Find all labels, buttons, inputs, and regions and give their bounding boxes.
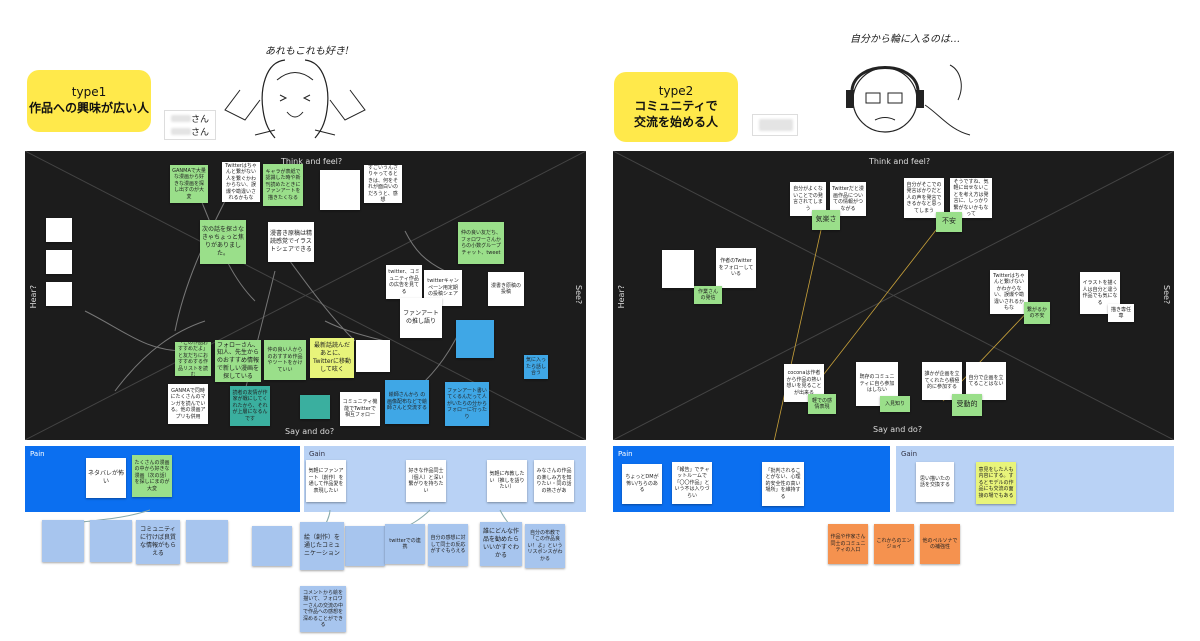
type1-label: type1 作品への興味が広い人 [27,70,151,132]
persona-drawing-left [224,59,366,139]
sticky-note[interactable]: 絵（創作）を通じたコミュニケーション [300,522,344,570]
sticky-note[interactable]: たくさんの漫画の中から好きな漫画（次の話）を探しにまのが大変 [132,455,172,497]
sticky-note[interactable]: GANMAで大量な漫画から好きな漫画を探し出すのが大変 [170,165,208,203]
sticky-note[interactable]: キャラが表紙で認識した時や新刊読めたときにファンアートを描きたくなる [263,164,303,206]
sticky-note[interactable]: 「報告」でチャットルームで「〇〇作品」という不は入りづらい [672,462,712,504]
sticky-note[interactable]: 気に入ったら話し合う [524,355,548,379]
sticky-note[interactable]: コミュニティに行けば良質な情報がもらえる [136,520,180,564]
sticky-note[interactable]: 最新話読んだあとに、Twitterに移動して呟く [310,338,354,378]
board-diagonals-right [613,151,1174,440]
sticky-note[interactable]: ネタバレが怖い [86,458,126,498]
sticky-note[interactable]: コメントから絵を描いて、フォロワーさんの交流の中で作品への感想を深めることができ… [300,586,346,632]
sticky-note[interactable]: 気楽さ [812,210,840,230]
sticky-note[interactable]: 好きな作品同士（個人）と深い繋がりを持ちたい [406,460,446,502]
sticky-note[interactable]: イラストを描く人は自分と違う作品でも気になる [1080,272,1120,314]
say-and-do-label: Say and do? [873,425,923,434]
say-and-do-label: Say and do? [285,427,335,436]
sticky-note[interactable] [300,395,330,419]
gain-label: Gain [901,450,918,458]
sticky-note[interactable]: 誰にどんな作品を勧めたらいいかすぐわかる [480,522,522,566]
sticky-note[interactable]: 漫書き原稿の投稿 [488,272,524,306]
sticky-note[interactable]: 繋がるかの不安 [1024,302,1050,324]
sticky-note[interactable] [456,320,494,358]
pain-label: Pain [30,450,45,458]
sticky-note[interactable]: ファンアートの推し語り [400,298,442,338]
sticky-note[interactable]: 自分の感想に対して同士の反応がすぐもらえる [428,524,468,566]
sticky-note[interactable]: コミュニティ機能でTwitterで相互フォロー [340,392,380,426]
sticky-note[interactable]: そうですね、気軽に出せないことを考え方は発言に、しっかり繋がないかもなって [950,178,992,218]
think-and-feel-label: Think and feel? [281,157,343,166]
empathy-board-left: Think and feel? Say and do? Hear? See? [25,151,586,440]
sticky-note[interactable] [90,520,132,562]
see-label: See? [574,285,583,305]
sticky-note[interactable]: 思い描いたの話を交換する [916,462,954,502]
sticky-note[interactable] [46,250,72,274]
sticky-note[interactable] [186,520,228,562]
sticky-note[interactable] [42,520,84,562]
sticky-note[interactable]: これからのエンジョイ [874,524,914,564]
pain-label: Pain [618,450,633,458]
persona-drawing-right [846,64,971,136]
hear-label: Hear? [29,285,38,309]
sticky-note[interactable]: 既存のコミュニティに自ら参加はしない [856,362,898,406]
sticky-note[interactable]: ファンアート書いてくるんだって人がいたらの分からフォローに行ったり [445,382,489,426]
sticky-note[interactable]: 気軽にファンアート（創作）を通して作品愛を表現したい [306,460,346,502]
sticky-note[interactable]: 自分で企画を立てることはない [966,362,1006,400]
think-and-feel-label: Think and feel? [869,157,931,166]
sticky-note[interactable]: 漫書き原稿は精読感覚でイラストシェアできる [268,222,314,262]
handwritten-note-left: あれもこれも好き! [265,46,350,57]
sticky-note[interactable]: 次の話を探さなきゃちょっと焦りがありました。 [200,220,246,264]
sticky-note[interactable] [46,218,72,242]
sticky-note[interactable]: GANMAで同時にたくさんのマンガを読んでいる。他の漫画アプリも併用 [168,384,208,424]
sticky-note[interactable]: twitter、コミュニティ作品の広告を見てる [386,265,422,299]
sticky-note[interactable]: 作者のTwitterをフォローしている [716,248,756,288]
sticky-note[interactable]: Twitterはちゃんと繋げないかわからない、誤爆や勘違いされるかもな [990,270,1028,314]
persona-names: さん さん [164,110,216,140]
sticky-note[interactable]: Twitterはちゃんと繋がない人を繋ぐかわからない、誤爆や勘違いされるかもな [222,162,260,202]
blurred-name [759,119,793,131]
persona-name-blurred [752,114,798,136]
sticky-note[interactable] [46,282,72,306]
sticky-note[interactable] [356,340,390,372]
gain-label: Gain [309,450,326,458]
sticky-note[interactable]: 誰かが企画を立てくれたら積極的に参加する [922,362,962,400]
sticky-note[interactable]: 仲の良い人からのおすすめ作品やツートをかけていい [264,340,306,380]
sticky-note[interactable] [345,526,385,566]
sticky-note[interactable]: 読者の友情が作家が戦にしてくれたから、それが上層になるんです [230,386,270,426]
sticky-note[interactable]: 意見をした人も内容にする。するとモデルの作品にも交流の面接の場でもある [976,462,1016,504]
handwritten-note-right: 自分から輪に入るのは… [850,34,960,45]
sticky-note[interactable]: 自分がそこでの発言ばかりだと 人の声を発言できるかなと思ってしまう [904,178,944,218]
sticky-note[interactable] [320,170,360,210]
sticky-note[interactable]: 作品や作家さん同士のコミュニティの入口 [828,524,868,564]
sticky-note[interactable] [252,526,292,566]
sticky-note[interactable]: 気軽に布教したい（推しを語りたい） [487,460,527,502]
sticky-note[interactable]: 自分の布教で「この作品良い！よ」というリスポンスがわかる [525,524,565,568]
sticky-note[interactable]: coconaは作者から作品の熱い想いを見ることが出来る [784,364,824,402]
type2-label: type2 コミュニティで 交流を始める人 [614,72,738,142]
sticky-note[interactable]: 描き専任専 [1108,304,1134,322]
see-label: See? [1162,285,1171,305]
sticky-note[interactable]: 作業さんの発信 [694,286,722,304]
sticky-note[interactable]: 不安 [936,212,962,232]
sticky-note[interactable]: みなさんの作品の楽しみ方を知りたい・同の話の熱さがあ [534,460,574,502]
sticky-note[interactable]: 軽での感情表現 [808,394,836,414]
sticky-note[interactable]: 入見知り [880,396,910,412]
sticky-note[interactable]: 「この作品おすすめだよ」と友だちにおすすめする作品リストを読む [175,342,211,376]
sticky-note[interactable]: ちょっとDMが怖い/ちらのある [622,464,662,504]
sticky-note[interactable]: すごいうんざりゃってるときは、何をそれが面白いのだろうと、感想 [364,165,402,203]
hear-label: Hear? [617,285,626,309]
sticky-note[interactable]: twitterでの連携 [385,524,425,564]
name-line-2: さん [171,125,209,138]
name-line-1: さん [171,112,209,125]
sticky-note[interactable]: 絵師さんから の画像配布などで絵師さんと交流する [385,380,429,424]
sticky-note[interactable] [662,250,694,288]
sticky-note[interactable]: 受動的 [952,394,982,416]
sticky-note[interactable]: 「批判されることがない、心理的安全性の高い場所」を維持する [762,462,804,506]
sticky-note[interactable]: 他のペルソナでの補強性 [920,524,960,564]
sticky-note[interactable]: 仲の良い友だち、フォロワーさんからの小数グループチャット、tweet [458,222,504,264]
sticky-note[interactable]: フォローさん、知人、先生からのおすすめ情報で新しい漫画を探している [215,340,261,382]
